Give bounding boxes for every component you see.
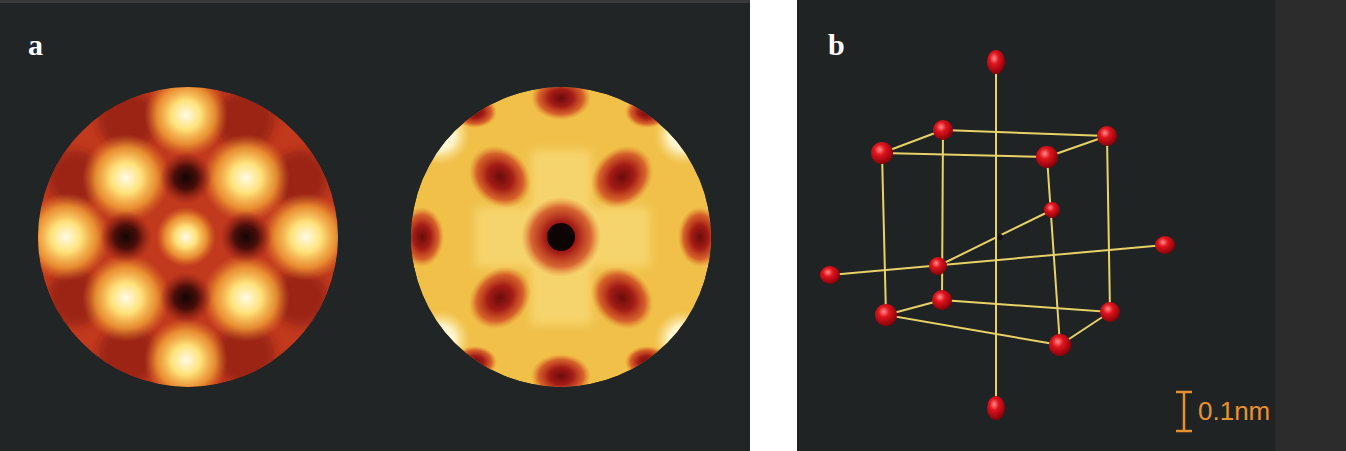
panel-a-ground xyxy=(0,0,750,451)
panel-label-box: b xyxy=(828,30,845,60)
panel-label: b xyxy=(828,30,845,60)
scale-label: 0.1nm xyxy=(1198,398,1270,424)
panel-a-edge xyxy=(0,0,750,3)
intensity-map-right xyxy=(400,76,722,398)
lattice-atoms xyxy=(820,50,1175,420)
lattice-center xyxy=(997,234,1003,240)
scale-bar xyxy=(1176,392,1192,431)
lattice-lines xyxy=(830,62,1165,408)
panel-b-strip xyxy=(1275,0,1346,451)
scale-label-box: 0.1nm xyxy=(1198,398,1270,424)
panel-label: a xyxy=(28,30,43,60)
intensity-map-left xyxy=(22,73,350,402)
panel-label-box: a xyxy=(28,30,43,60)
panel-b-ground xyxy=(797,0,1346,451)
